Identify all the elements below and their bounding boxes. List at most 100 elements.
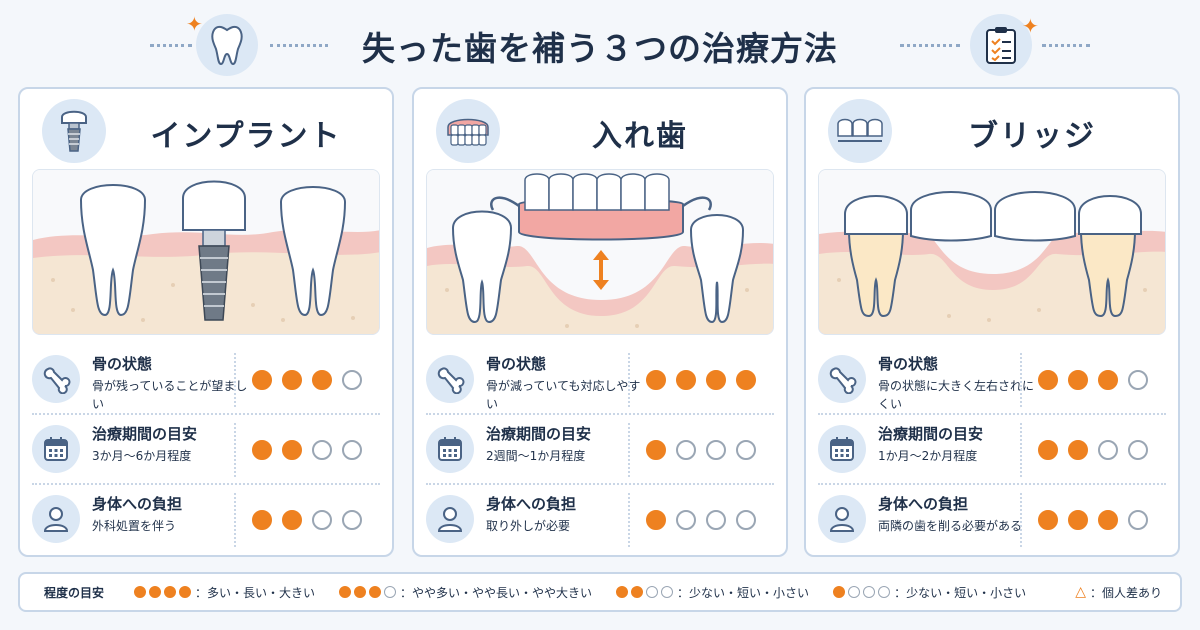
criteria-row-burden: 身体への負担 取り外しが必要 xyxy=(426,485,774,555)
rating-dot-filled xyxy=(646,370,666,390)
rating-dot-empty xyxy=(706,510,726,530)
legend-dot-empty xyxy=(848,586,861,598)
legend-dots xyxy=(833,586,891,598)
criteria-desc: 骨の状態に大きく左右されにくい xyxy=(878,379,1035,411)
rating-dot-empty xyxy=(1128,370,1148,390)
level-dots xyxy=(252,370,362,390)
person-icon xyxy=(818,495,866,543)
criteria-desc: 骨が残っていることが望ましい xyxy=(92,379,248,411)
rating-dot-filled xyxy=(676,370,696,390)
rating-dot-filled xyxy=(736,370,756,390)
level-dots xyxy=(1038,370,1148,390)
person-icon xyxy=(426,495,474,543)
rating-dot-filled xyxy=(1038,370,1058,390)
criteria-label: 治療期間の目安 xyxy=(878,425,984,443)
bone-icon xyxy=(818,355,866,403)
rating-dot-filled xyxy=(252,440,272,460)
triangle-icon: △ xyxy=(1075,584,1086,600)
divider xyxy=(234,493,236,547)
divider xyxy=(628,353,630,407)
rating-dot-filled xyxy=(312,370,332,390)
rating-dot-filled xyxy=(1068,370,1088,390)
legend-note-text: ：個人差あり xyxy=(1089,585,1162,600)
legend-dot-filled xyxy=(631,586,644,598)
divider xyxy=(1020,493,1022,547)
criteria-row-duration: 治療期間の目安 2週間～1か月程度 xyxy=(426,415,774,485)
level-dots xyxy=(646,440,756,460)
rating-dot-empty xyxy=(312,440,332,460)
rating-dot-filled xyxy=(706,370,726,390)
level-dots xyxy=(646,510,756,530)
legend-dot-empty xyxy=(384,586,397,598)
denture-icon xyxy=(436,99,500,163)
rating-dot-empty xyxy=(1128,510,1148,530)
criteria-label: 治療期間の目安 xyxy=(486,425,592,443)
rating-dot-filled xyxy=(282,370,302,390)
criteria-row-bone: 骨の状態 骨が減っていても対応しやすい xyxy=(426,345,774,415)
header-divider-right xyxy=(900,44,960,47)
card-header: ブリッジ xyxy=(806,89,1178,171)
legend-title: 程度の目安 xyxy=(44,585,105,600)
legend-dot-empty xyxy=(646,586,659,598)
criteria-label: 骨の状態 xyxy=(878,355,939,373)
rating-dot-filled xyxy=(1068,510,1088,530)
card-header: インプラント xyxy=(20,89,392,171)
divider xyxy=(234,353,236,407)
card-bridge: ブリッジ 骨の状態 骨の状態に大きく左右さ xyxy=(804,87,1180,557)
criteria-label: 身体への負担 xyxy=(486,495,577,513)
legend-dot-filled xyxy=(369,586,382,598)
divider xyxy=(1020,353,1022,407)
legend-dot-filled xyxy=(616,586,629,598)
rating-dot-filled xyxy=(282,440,302,460)
bone-icon xyxy=(426,355,474,403)
card-header: 入れ歯 xyxy=(414,89,786,171)
criteria-label: 身体への負担 xyxy=(878,495,969,513)
rating-dot-filled xyxy=(1068,440,1088,460)
criteria-list: 骨の状態 骨の状態に大きく左右されにくい 治療期間の目安 1か月～2か月程度 身… xyxy=(818,345,1166,555)
criteria-desc: 外科処置を伴う xyxy=(92,519,177,533)
rating-dot-filled xyxy=(646,510,666,530)
legend-dot-filled xyxy=(354,586,367,598)
calendar-icon xyxy=(818,425,866,473)
rating-dot-filled xyxy=(1098,370,1118,390)
calendar-icon xyxy=(32,425,80,473)
legend-dots xyxy=(616,586,674,598)
rating-dot-empty xyxy=(342,370,362,390)
rating-dot-empty xyxy=(1098,440,1118,460)
rating-dot-filled xyxy=(646,440,666,460)
partial-denture-illustration xyxy=(426,169,774,335)
tooth-icon xyxy=(196,14,258,76)
rating-dot-filled xyxy=(1098,510,1118,530)
criteria-row-burden: 身体への負担 両隣の歯を削る必要がある xyxy=(818,485,1166,555)
rating-dot-filled xyxy=(1038,510,1058,530)
legend-text: ：少ない・短い・小さい xyxy=(894,585,1027,600)
legend-dot-filled xyxy=(164,586,177,598)
card-title: インプラント xyxy=(150,119,342,154)
bridge-icon xyxy=(828,99,892,163)
legend-item: ：少ない・短い・小さい xyxy=(833,584,1026,601)
level-dots xyxy=(1038,510,1148,530)
legend-dot-filled xyxy=(339,586,352,598)
legend-text: ：多い・長い・大きい xyxy=(195,585,316,600)
person-icon xyxy=(32,495,80,543)
rating-dot-empty xyxy=(312,510,332,530)
criteria-label: 身体への負担 xyxy=(92,495,183,513)
card-implant: インプラント xyxy=(18,87,394,557)
rating-dot-empty xyxy=(736,440,756,460)
divider xyxy=(628,493,630,547)
header-divider-left xyxy=(150,44,192,47)
rating-dot-empty xyxy=(676,510,696,530)
criteria-desc: 取り外しが必要 xyxy=(486,519,571,533)
calendar-icon xyxy=(426,425,474,473)
criteria-desc: 骨が減っていても対応しやすい xyxy=(486,379,641,411)
criteria-row-burden: 身体への負担 外科処置を伴う xyxy=(32,485,380,555)
legend-dots xyxy=(134,586,192,598)
criteria-row-bone: 骨の状態 骨が残っていることが望ましい xyxy=(32,345,380,415)
level-dots xyxy=(252,440,362,460)
legend-dot-filled xyxy=(149,586,162,598)
divider xyxy=(1020,423,1022,477)
criteria-label: 治療期間の目安 xyxy=(92,425,198,443)
criteria-desc: 2週間～1か月程度 xyxy=(486,449,586,463)
criteria-row-bone: 骨の状態 骨の状態に大きく左右されにくい xyxy=(818,345,1166,415)
divider xyxy=(628,423,630,477)
